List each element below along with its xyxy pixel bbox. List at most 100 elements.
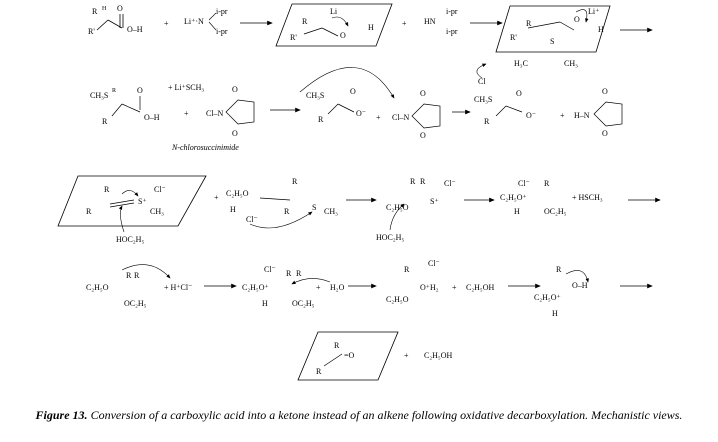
chem-label: C₂H₅O⁺ — [242, 283, 269, 292]
chem-label: C₂H₅O — [386, 295, 409, 304]
chem-label: + — [164, 19, 169, 28]
chem-label: O — [350, 87, 356, 96]
chem-label: H₂O — [330, 283, 345, 292]
chem-label: Cl⁻ — [154, 185, 166, 194]
chem-label: + — [376, 113, 381, 122]
chem-label: H — [102, 6, 107, 12]
chem-label: S — [550, 37, 554, 46]
chem-label: O — [137, 86, 143, 95]
chem-label: Li⁺ — [588, 7, 599, 16]
chem-label: R — [284, 207, 290, 216]
chem-label: S⁺ — [138, 197, 147, 206]
chem-label: R' — [510, 33, 517, 42]
alkoxy-intermediate: C₂H₅O H Cl⁻ R R S CH₃ — [226, 177, 338, 229]
chem-label: O⁻ — [356, 109, 366, 118]
chem-label: C₂H₅OH — [424, 351, 452, 360]
succinimide: H–N O O — [574, 87, 623, 138]
carboxylic-acid-structure: R H R' O O–H — [88, 4, 143, 36]
chem-label: C₂H₅OH — [466, 283, 494, 292]
methylthio-acid: CH₃S R R O O–H — [90, 86, 160, 126]
chem-label: i-pr — [216, 7, 228, 16]
chem-label: O⁻ — [526, 111, 536, 120]
chem-label: O — [117, 4, 123, 13]
chem-label: i-pr — [446, 7, 458, 16]
row-4: C₂H₅O R R OC₂H₅ + H⁺Cl⁻ Cl⁻ C₂H₅O⁺ H R R… — [86, 259, 653, 318]
chem-label: O–H — [572, 281, 588, 290]
caption-label: Figure 13. — [35, 408, 88, 422]
chem-label: H — [368, 23, 374, 32]
chem-label: R — [526, 19, 532, 28]
chem-label: R' — [88, 27, 95, 36]
chem-label: O — [340, 31, 346, 40]
lda-structure: Li⁺·N i-pr i-pr — [184, 7, 228, 36]
row-2: CH₃S R R O O–H + Li⁺SCH₃ + Cl–N O O N-ch… — [90, 63, 623, 152]
chem-label: R — [334, 341, 340, 350]
diisopropylamine: HN i-pr i-pr — [424, 7, 458, 36]
chem-label: Cl — [478, 77, 486, 86]
oxonium-acetal: Cl⁻ C₂H₅O⁺ H R OC₂H₅ — [500, 179, 567, 216]
chlorosulfonium: Cl CH₃S R O O⁻ — [474, 63, 536, 126]
carboxylate-anion: CH₃S R O O⁻ — [299, 67, 395, 124]
chem-label: R — [112, 88, 116, 94]
chem-label: H₃C — [514, 59, 528, 68]
chem-label: Cl–N — [392, 113, 410, 122]
chem-label: R' — [290, 33, 297, 42]
chem-label: R — [92, 7, 98, 16]
chem-label: R — [556, 265, 562, 274]
chem-label: O–H — [144, 113, 160, 122]
chem-label: Cl⁻ — [444, 179, 456, 188]
chem-label: O — [602, 87, 608, 96]
chem-label: R — [126, 271, 132, 280]
chem-label: Cl⁻ — [428, 259, 440, 268]
chem-label: C₂H₅O⁺ — [534, 293, 561, 302]
chem-label: CH₃S — [474, 95, 492, 104]
chem-label: O — [232, 85, 238, 94]
chem-label: R — [292, 177, 298, 186]
row-1: R H R' O O–H + Li⁺·N i-pr i-pr R' R Li O — [88, 3, 653, 68]
ncs-structure-2: Cl–N O O — [392, 89, 441, 140]
chem-label: H — [262, 299, 268, 308]
chem-label: OC₂H₅ — [124, 299, 147, 308]
chem-label: O — [602, 129, 608, 138]
caption-text: Conversion of a carboxylic acid into a k… — [90, 408, 683, 422]
chem-label: CH₃ — [324, 207, 338, 216]
chem-label: N-chlorosuccinimide — [171, 143, 239, 152]
chem-label: CH₃S — [306, 91, 324, 100]
chem-label: CH₃ — [564, 59, 578, 68]
chem-label: Cl⁻ — [518, 179, 530, 188]
enolate-box: R' R Li O H — [275, 3, 393, 47]
chem-label: S⁺ — [430, 197, 439, 206]
chem-label: Cl–N — [206, 109, 224, 118]
chem-label: S — [312, 203, 316, 212]
chem-label: + — [452, 283, 457, 292]
chem-label: + — [560, 111, 565, 120]
chem-label: + H⁺Cl⁻ — [164, 283, 192, 292]
chem-label: OC₂H₅ — [292, 299, 315, 308]
acetal-deprotonation: C₂H₅O R R OC₂H₅ — [86, 264, 171, 308]
chem-label: OC₂H₅ — [544, 207, 567, 216]
chem-label: O — [516, 89, 522, 98]
chem-label: C₂H₅O — [86, 283, 109, 292]
chem-label: i-pr — [446, 27, 458, 36]
chem-label: i-pr — [216, 27, 228, 36]
chem-label: H–N — [574, 111, 590, 120]
chem-label: Cl⁻ — [264, 265, 276, 274]
chem-label: Cl⁻ — [246, 215, 258, 224]
chem-label: H — [514, 207, 520, 216]
chem-label: HOC₂H₅ — [376, 233, 404, 242]
chem-label: R — [286, 269, 292, 278]
chem-label: R — [404, 265, 410, 274]
chem-label: R — [134, 271, 140, 280]
chem-label: H — [230, 205, 236, 214]
chem-label: HN — [424, 17, 436, 26]
chem-label: R — [104, 185, 110, 194]
chem-label: R — [544, 179, 550, 188]
chem-label: H — [598, 25, 604, 34]
chem-label: O — [574, 15, 580, 24]
chem-label: C₂H₅O⁺ — [500, 193, 527, 202]
chem-label: + — [214, 193, 219, 202]
chem-label: Li — [330, 7, 338, 16]
mechanism-scheme: R H R' O O–H + Li⁺·N i-pr i-pr R' R Li O — [57, 3, 661, 381]
chem-label: HOC₂H₅ — [116, 235, 144, 244]
chem-label: R — [316, 367, 322, 376]
